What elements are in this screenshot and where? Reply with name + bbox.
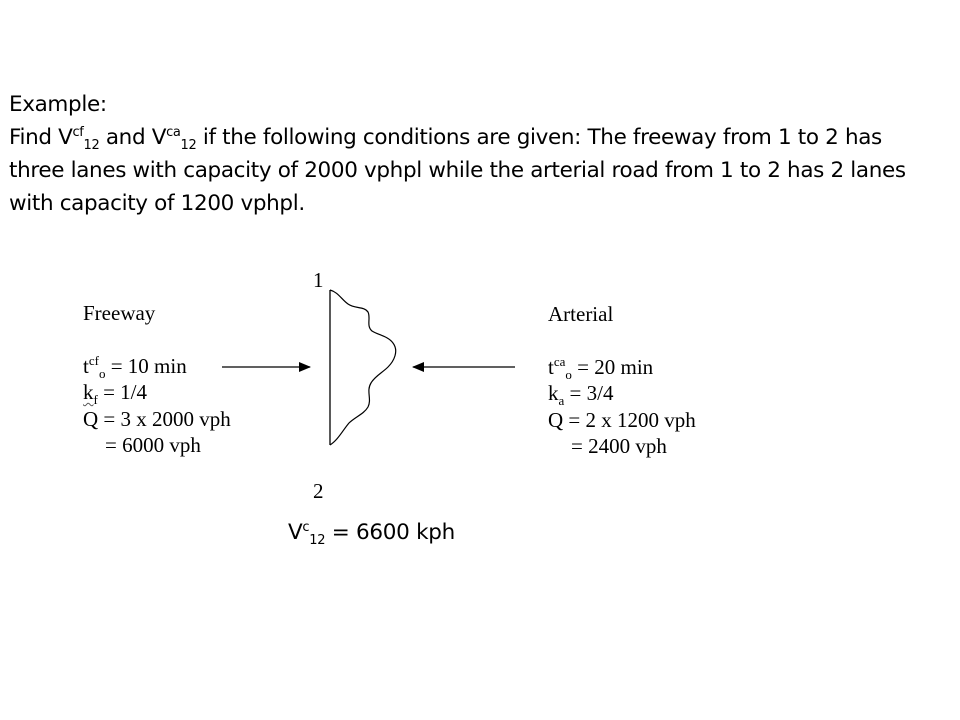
superscript: ca bbox=[553, 354, 566, 369]
k-value: = 1/4 bbox=[97, 380, 148, 404]
freeway-time: tcfo = 10 min bbox=[83, 353, 187, 381]
problem-text: and V bbox=[99, 125, 167, 150]
freeway-capacity: Q = 3 x 2000 vph bbox=[83, 407, 231, 431]
problem-line-1: Find Vcf12 and Vca12 if the following co… bbox=[9, 121, 954, 154]
subscript: a bbox=[558, 393, 565, 408]
subscript: 12 bbox=[180, 138, 197, 153]
time-symbol: t bbox=[83, 354, 89, 378]
superscript: c bbox=[302, 520, 310, 535]
subscript: o bbox=[565, 367, 572, 382]
problem-line-3: with capacity of 1200 vphpl. bbox=[9, 191, 305, 216]
arterial-capacity: Q = 2 x 1200 vph bbox=[548, 408, 696, 432]
time-symbol: t bbox=[548, 355, 554, 379]
node-1-label: 1 bbox=[313, 268, 324, 292]
subscript: o bbox=[98, 366, 106, 381]
node-2-label: 2 bbox=[313, 479, 324, 503]
arterial-k: ka = 3/4 bbox=[548, 380, 614, 408]
subscript: 12 bbox=[309, 533, 326, 548]
example-heading: Example: bbox=[9, 92, 107, 117]
k-value: = 3/4 bbox=[564, 381, 614, 405]
time-value: = 10 min bbox=[105, 354, 187, 378]
arterial-capacity-total: = 2400 vph bbox=[571, 434, 667, 458]
distribution-curve bbox=[329, 289, 397, 446]
superscript: cf bbox=[72, 125, 84, 140]
freeway-title: Freeway bbox=[83, 301, 156, 325]
k-base: k bbox=[548, 381, 559, 405]
subscript: 12 bbox=[83, 138, 100, 153]
subscript: f bbox=[93, 392, 98, 407]
superscript: ca bbox=[166, 125, 181, 140]
problem-text: if the following conditions are given: T… bbox=[196, 125, 882, 150]
arterial-time: tcao = 20 min bbox=[548, 354, 654, 382]
superscript: cf bbox=[88, 353, 99, 368]
result-value: = 6600 kph bbox=[325, 520, 455, 545]
freeway-capacity-total: = 6000 vph bbox=[105, 433, 201, 457]
problem-text: Find V bbox=[9, 125, 73, 150]
time-value: = 20 min bbox=[571, 355, 654, 379]
freeway-k: kf = 1/4 bbox=[83, 379, 148, 407]
arterial-title: Arterial bbox=[548, 302, 614, 326]
result-equation: Vc12 = 6600 kph bbox=[288, 518, 455, 548]
problem-statement: Example: Find Vcf12 and Vca12 if the fol… bbox=[9, 88, 954, 220]
result-symbol: V bbox=[288, 520, 303, 545]
problem-line-2: three lanes with capacity of 2000 vphpl … bbox=[9, 158, 906, 183]
k-base: k bbox=[83, 380, 94, 404]
k-symbol: kf bbox=[83, 380, 98, 407]
